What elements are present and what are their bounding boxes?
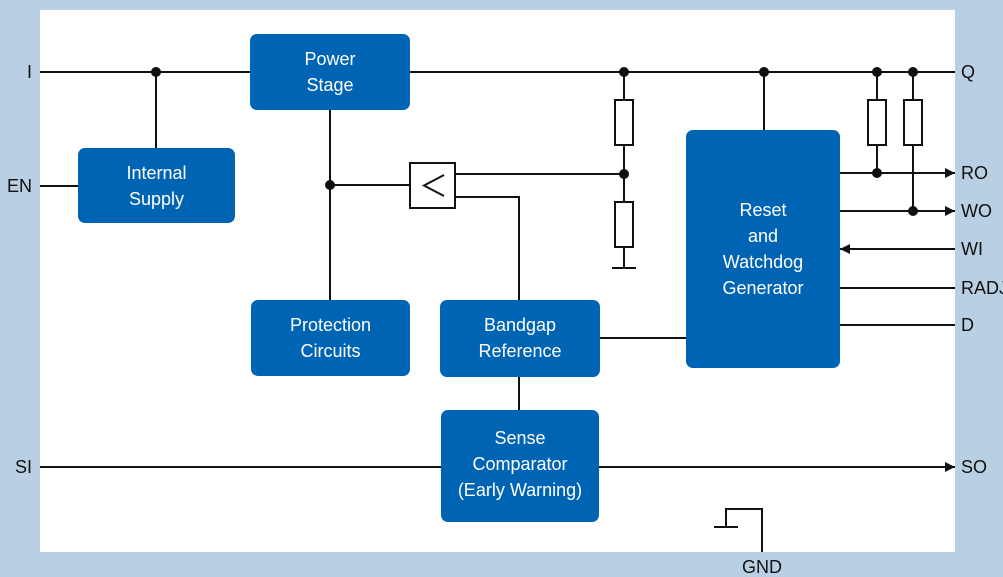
bandgap-line-1: Bandgap bbox=[484, 315, 556, 335]
reset-line-3: Watchdog bbox=[723, 252, 803, 272]
pin-label-gnd: GND bbox=[742, 557, 782, 577]
pin-label-radj: RADJ bbox=[961, 278, 1003, 298]
error-amplifier-symbol bbox=[409, 162, 456, 209]
resistors bbox=[614, 99, 923, 248]
pin-label-wi: WI bbox=[961, 239, 983, 259]
resistor-pullup-wo bbox=[903, 99, 923, 146]
internal-supply-block: Internal Supply bbox=[78, 148, 235, 223]
sense-comparator-block: Sense Comparator (Early Warning) bbox=[441, 410, 599, 522]
resistor-divider-bottom bbox=[614, 201, 634, 248]
bandgap-line-2: Reference bbox=[478, 341, 561, 361]
junctions bbox=[151, 67, 918, 216]
pin-labels: I EN SI Q RO WO WI RADJ D SO GND bbox=[7, 62, 1003, 577]
sense-line-2: Comparator bbox=[472, 454, 567, 474]
bandgap-reference-block: Bandgap Reference bbox=[440, 300, 600, 377]
power-stage-line-1: Power bbox=[304, 49, 355, 69]
internal-supply-line-1: Internal bbox=[126, 163, 186, 183]
sense-line-1: Sense bbox=[494, 428, 545, 448]
pin-label-so: SO bbox=[961, 457, 987, 477]
pin-label-wo: WO bbox=[961, 201, 992, 221]
sense-line-3: (Early Warning) bbox=[458, 480, 582, 500]
pin-label-si: SI bbox=[15, 457, 32, 477]
reset-watchdog-generator-block: Reset and Watchdog Generator bbox=[686, 130, 840, 368]
pin-label-q: Q bbox=[961, 62, 975, 82]
resistor-divider-top bbox=[614, 99, 634, 146]
reset-line-2: and bbox=[748, 226, 778, 246]
reset-line-1: Reset bbox=[739, 200, 786, 220]
reset-line-4: Generator bbox=[722, 278, 803, 298]
protection-line-2: Circuits bbox=[300, 341, 360, 361]
resistor-pullup-ro bbox=[867, 99, 887, 146]
internal-supply-line-2: Supply bbox=[129, 189, 184, 209]
protection-circuits-block: Protection Circuits bbox=[251, 300, 410, 376]
pin-label-i: I bbox=[27, 62, 32, 82]
pin-label-en: EN bbox=[7, 176, 32, 196]
pin-label-ro: RO bbox=[961, 163, 988, 183]
protection-line-1: Protection bbox=[290, 315, 371, 335]
power-stage-block: Power Stage bbox=[250, 34, 410, 110]
pin-label-d: D bbox=[961, 315, 974, 335]
power-stage-line-2: Stage bbox=[306, 75, 353, 95]
